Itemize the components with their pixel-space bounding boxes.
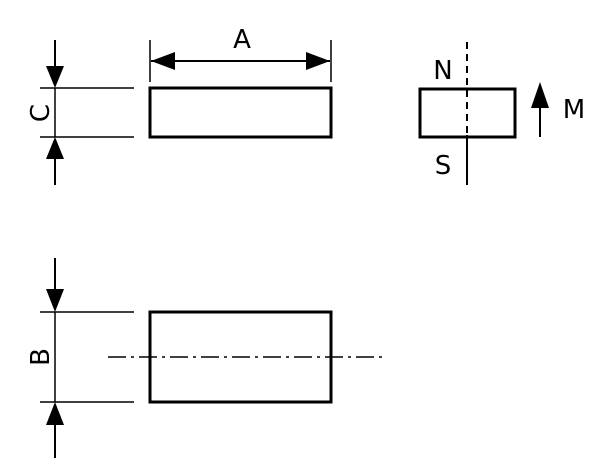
- dimension-b-arrowhead-top: [46, 289, 64, 312]
- south-pole-label: S: [435, 151, 452, 181]
- magnetization-label: M: [563, 95, 585, 125]
- north-pole-label: N: [433, 56, 452, 86]
- top-view-rectangle: [148, 86, 333, 139]
- dimension-b-arrowhead-bottom: [46, 402, 64, 425]
- dimension-a-arrowhead-right: [306, 52, 330, 70]
- dimension-a-arrowhead-left: [151, 52, 175, 70]
- dimension-c-arrowhead-bottom: [46, 137, 64, 159]
- dimension-b-label: B: [26, 348, 56, 366]
- magnetization-arrowhead: [531, 82, 549, 108]
- dimension-a-label: A: [233, 25, 251, 55]
- dimension-c-arrowhead-top: [46, 66, 64, 88]
- dimension-c-label: C: [26, 104, 56, 122]
